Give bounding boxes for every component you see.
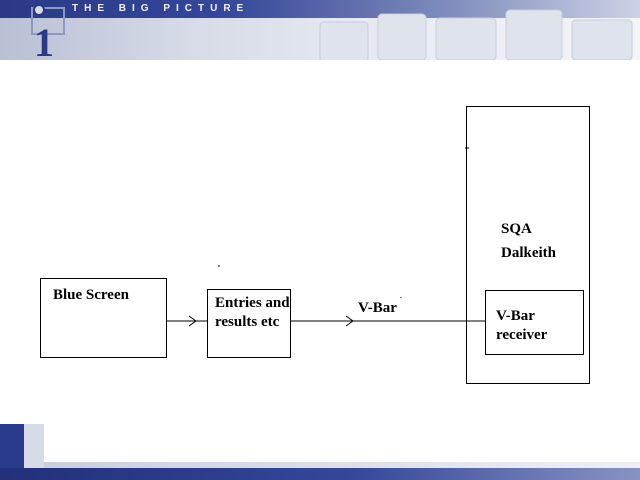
- header-title: THE BIG PICTURE: [72, 3, 250, 14]
- entries-label: Entries and results etc: [215, 295, 290, 330]
- blue-screen-box: [40, 278, 167, 358]
- footer-rule: [44, 462, 640, 468]
- dalkeith-label: Dalkeith: [501, 245, 557, 261]
- entries-box: [207, 289, 291, 358]
- keyboard-background-image: [319, 9, 633, 60]
- sqa-label: SQA: [501, 221, 532, 237]
- svg-text:1: 1: [34, 20, 54, 60]
- blue-screen-label: Blue Screen: [53, 287, 129, 303]
- footer-accent-light: [24, 424, 44, 468]
- vbar-receiver-box: [485, 290, 584, 355]
- receiver-label: V-Bar receiver: [496, 308, 548, 343]
- header-banner: THE BIG PICTURE 1: [0, 0, 640, 60]
- footer-bar: [0, 468, 640, 480]
- vbar-label: V-Bar: [358, 300, 397, 316]
- footer-accent: [0, 424, 24, 468]
- header-band: [0, 0, 640, 18]
- arrowhead-icon: [345, 315, 354, 327]
- big-picture-logo: 1: [31, 4, 65, 60]
- arrowhead-icon: [188, 315, 197, 327]
